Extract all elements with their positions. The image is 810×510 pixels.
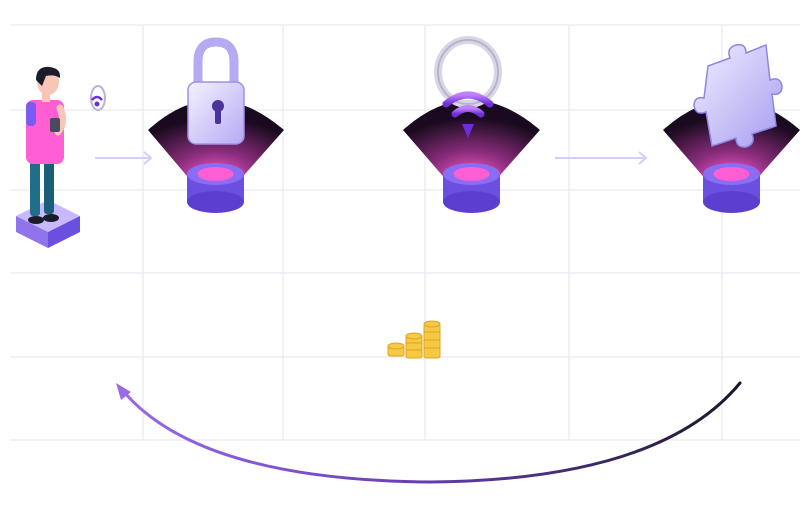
arrow-user-to-lock (95, 151, 153, 165)
background-grid (10, 24, 800, 441)
arrow-network-to-plugin (555, 151, 648, 165)
user-figure (16, 66, 106, 248)
station-lock (148, 37, 284, 213)
platform-cylinder (187, 163, 244, 213)
coin-stacks-icon (387, 320, 441, 359)
puzzle-piece-icon (693, 43, 783, 148)
phone-with-wifi-icon (90, 85, 106, 111)
platform-cylinder (443, 163, 500, 213)
glow-cone (403, 100, 540, 188)
wifi-signal-icon (434, 36, 502, 138)
padlock-icon (187, 37, 245, 145)
arrow-plugin-to-user (116, 381, 742, 484)
person-icon (26, 66, 67, 224)
station-network (403, 36, 540, 213)
station-plugin (663, 43, 800, 213)
platform-cylinder (703, 163, 760, 213)
